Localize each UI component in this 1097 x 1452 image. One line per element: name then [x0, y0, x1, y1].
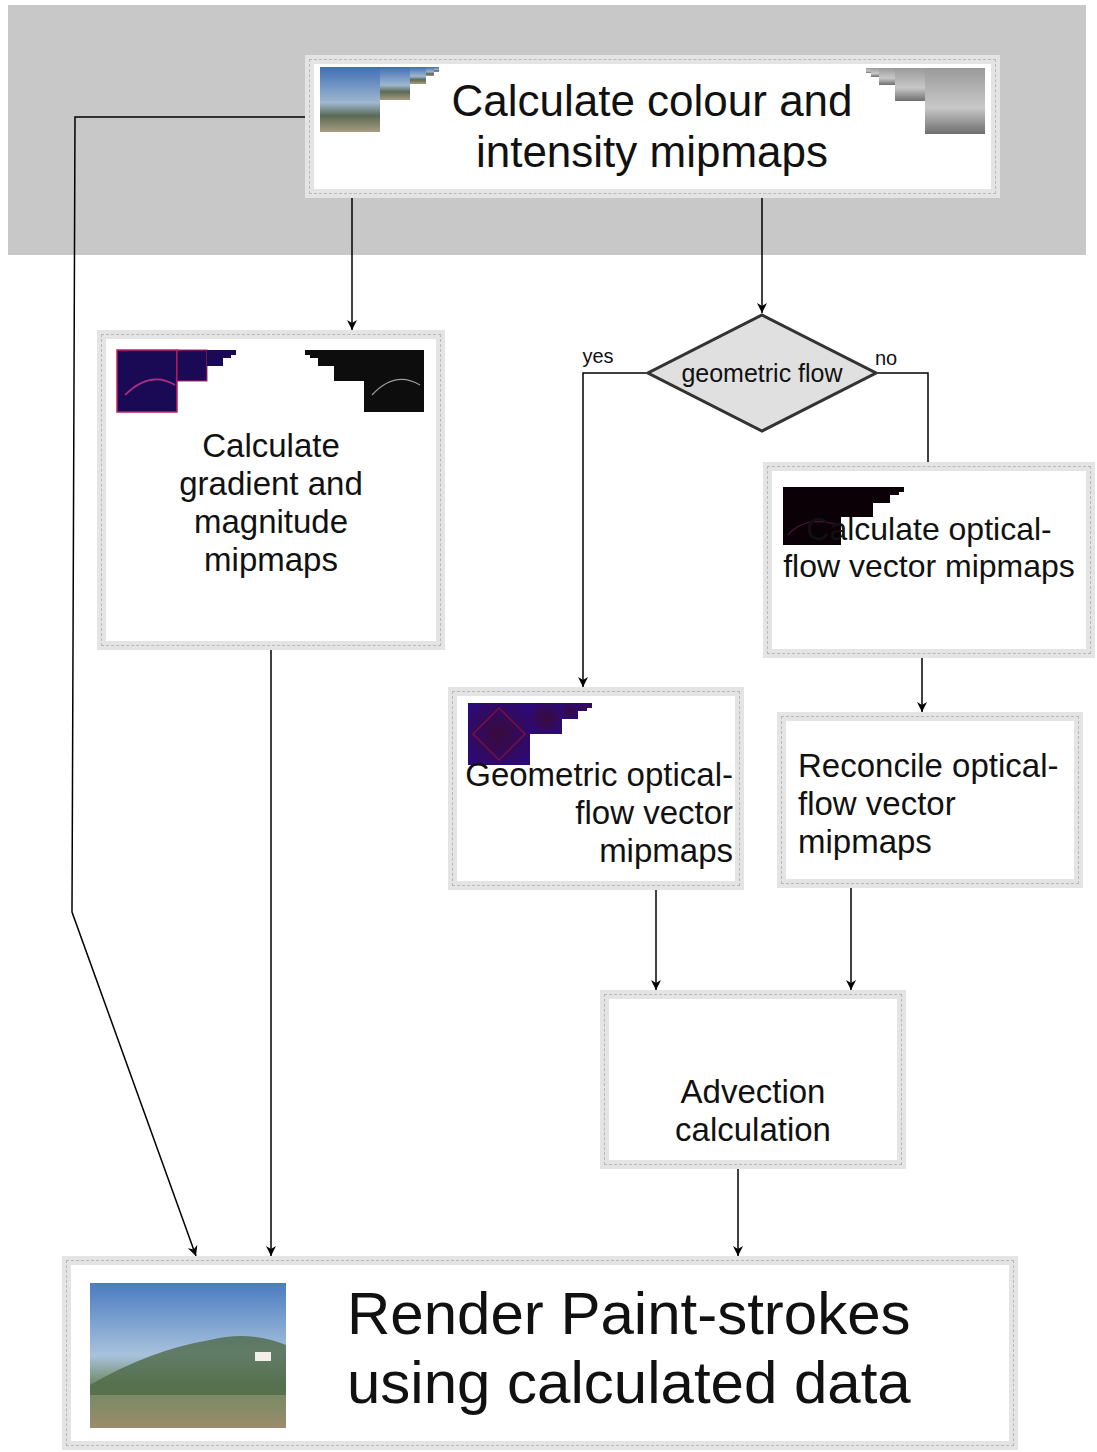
- flow-arrow: [583, 373, 646, 687]
- flow-arrow: [655, 890, 657, 990]
- flow-arrow: [878, 373, 928, 462]
- box-label: Calculate gradient and magnitude mipmaps: [151, 427, 391, 579]
- flow-arrow: [270, 650, 272, 1256]
- box-label: Calculate colour and intensity mipmaps: [402, 76, 902, 177]
- branch-label: no: [873, 348, 899, 368]
- intensity-thumbnails: [866, 68, 985, 134]
- gradient-thumbnails: [117, 350, 236, 412]
- colour-thumbnails: [320, 67, 439, 132]
- geometric-flow-thumbnails: [468, 703, 592, 765]
- decision-label: geometric flow: [646, 357, 878, 390]
- flow-arrow: [72, 117, 305, 1256]
- box-label: Geometric optical-flow vector mipmaps: [463, 756, 733, 870]
- box-label: Calculate optical-flow vector mipmaps: [778, 511, 1080, 585]
- box-label: Reconcile optical-flow vector mipmaps: [798, 747, 1068, 861]
- process-box: Calculate colour and intensity mipmaps: [305, 55, 1000, 198]
- process-box: Reconcile optical-flow vector mipmaps: [777, 712, 1083, 888]
- box-label: Render Paint-strokes using calculated da…: [347, 1279, 1007, 1417]
- painting-thumbnail: [90, 1283, 286, 1428]
- flow-arrow: [921, 658, 923, 712]
- flow-thumbnails: [783, 487, 904, 545]
- branch-label: yes: [580, 346, 615, 366]
- grey-band: [8, 5, 1086, 255]
- magnitude-thumbnails: [305, 350, 424, 412]
- flow-arrow: [351, 198, 353, 330]
- flow-arrow: [850, 888, 852, 990]
- flow-arrow: [761, 198, 763, 313]
- process-box: Advection calculation: [600, 990, 906, 1169]
- decision-diamond: geometric flow: [646, 313, 878, 433]
- flow-arrow: [737, 1169, 739, 1256]
- box-label: Advection calculation: [618, 1073, 888, 1149]
